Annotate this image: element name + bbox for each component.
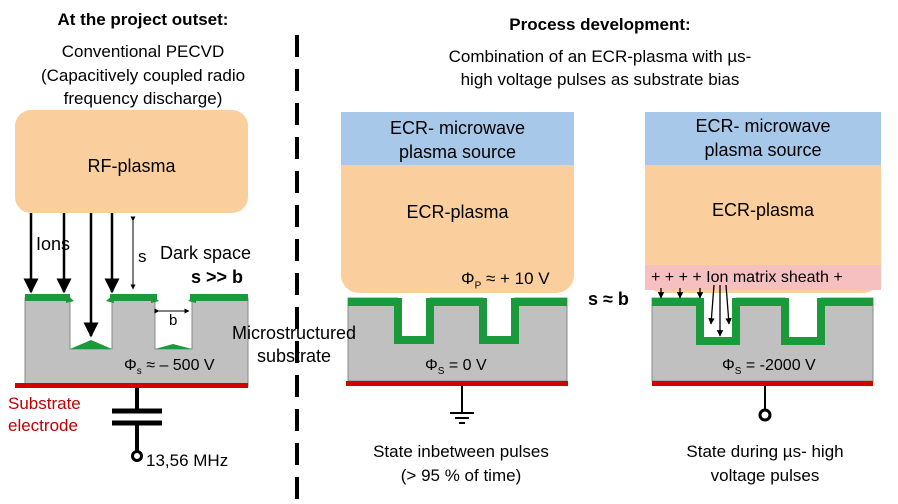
- right-caption-1: State during µs- high: [686, 442, 844, 461]
- right-plasma-region: [645, 135, 881, 293]
- frequency-label: 13,56 MHz: [146, 451, 229, 470]
- mid-plasma-potential: ΦP ≈ + 10 V: [461, 269, 550, 292]
- microstructured-label-1: Microstructured: [231, 323, 357, 343]
- mid-source-region: [341, 112, 574, 165]
- mid-source-label-1: ECR- microwave: [389, 118, 526, 138]
- electrode-label-1: Substrate: [8, 394, 81, 413]
- dark-space-label: Dark space: [160, 243, 252, 263]
- left-subtitle-3: frequency discharge): [63, 89, 223, 108]
- left-subtitle-2: (Capacitively coupled radio: [40, 66, 246, 85]
- s-b-relation: s >> b: [191, 267, 244, 287]
- rf-film-tip-4: [188, 294, 196, 303]
- electrode-label-2: electrode: [8, 416, 78, 435]
- rf-plasma-label: RF-plasma: [87, 156, 176, 176]
- right-subtitle-2: high voltage pulses as substrate bias: [460, 70, 740, 89]
- right-substrate-electrode: [652, 381, 873, 386]
- rf-plasma-region: [15, 110, 248, 213]
- rf-film-top-1: [25, 294, 70, 301]
- s-approx-b-relation: s ≈ b: [588, 289, 629, 309]
- right-heading: Process development:: [509, 15, 691, 34]
- ions-label: Ions: [36, 234, 71, 254]
- sheath-arrow-6: [725, 284, 732, 325]
- rf-film-tip-2: [106, 294, 114, 303]
- ion-sheath-label: + + + + Ion matrix sheath +: [651, 269, 843, 286]
- rf-film-bottom-1: [70, 340, 112, 349]
- right-substrate-potential: ΦS = -2000 V: [722, 357, 816, 378]
- rf-film-tip-3: [151, 294, 159, 303]
- mid-film: [348, 298, 567, 344]
- right-subtitle-1: Combination of an ECR-plasma with µs-: [448, 47, 752, 66]
- rf-film-tip-1: [66, 294, 74, 303]
- rf-source-terminal: [131, 450, 143, 462]
- mid-plasma-region: [341, 135, 574, 293]
- left-heading: At the project outset:: [57, 10, 229, 29]
- mid-substrate-potential: ΦS = 0 V: [425, 357, 487, 378]
- microstructured-label-2: substrate: [256, 346, 332, 366]
- rf-substrate-potential: Φs ≈ – 500 V: [124, 357, 215, 378]
- mid-caption-2: (> 95 % of time): [400, 466, 522, 485]
- mid-source-label-2: plasma source: [398, 142, 517, 162]
- rf-film-top-3: [190, 294, 248, 301]
- right-film: [652, 298, 873, 345]
- right-source-label-2: plasma source: [704, 140, 822, 160]
- mid-caption-1: State inbetween pulses: [373, 442, 549, 461]
- right-plasma-label: ECR-plasma: [711, 200, 815, 220]
- mid-plasma-label: ECR-plasma: [406, 202, 509, 222]
- pulse-source-terminal: [758, 408, 772, 422]
- s-label: s: [138, 247, 147, 266]
- rf-film-top-2: [110, 294, 157, 301]
- right-caption-2: voltage pulses: [710, 466, 820, 485]
- right-source-label-1: ECR- microwave: [695, 116, 831, 136]
- rf-substrate-electrode: [15, 383, 248, 388]
- left-subtitle-1: Conventional PECVD: [61, 42, 225, 61]
- mid-substrate-electrode: [346, 381, 568, 386]
- right-source-region: [645, 112, 881, 165]
- rf-film-bottom-2: [155, 344, 192, 349]
- sheath-arrow-4: [708, 284, 715, 325]
- b-label: b: [169, 312, 178, 329]
- right-sheath-region: [645, 265, 881, 290]
